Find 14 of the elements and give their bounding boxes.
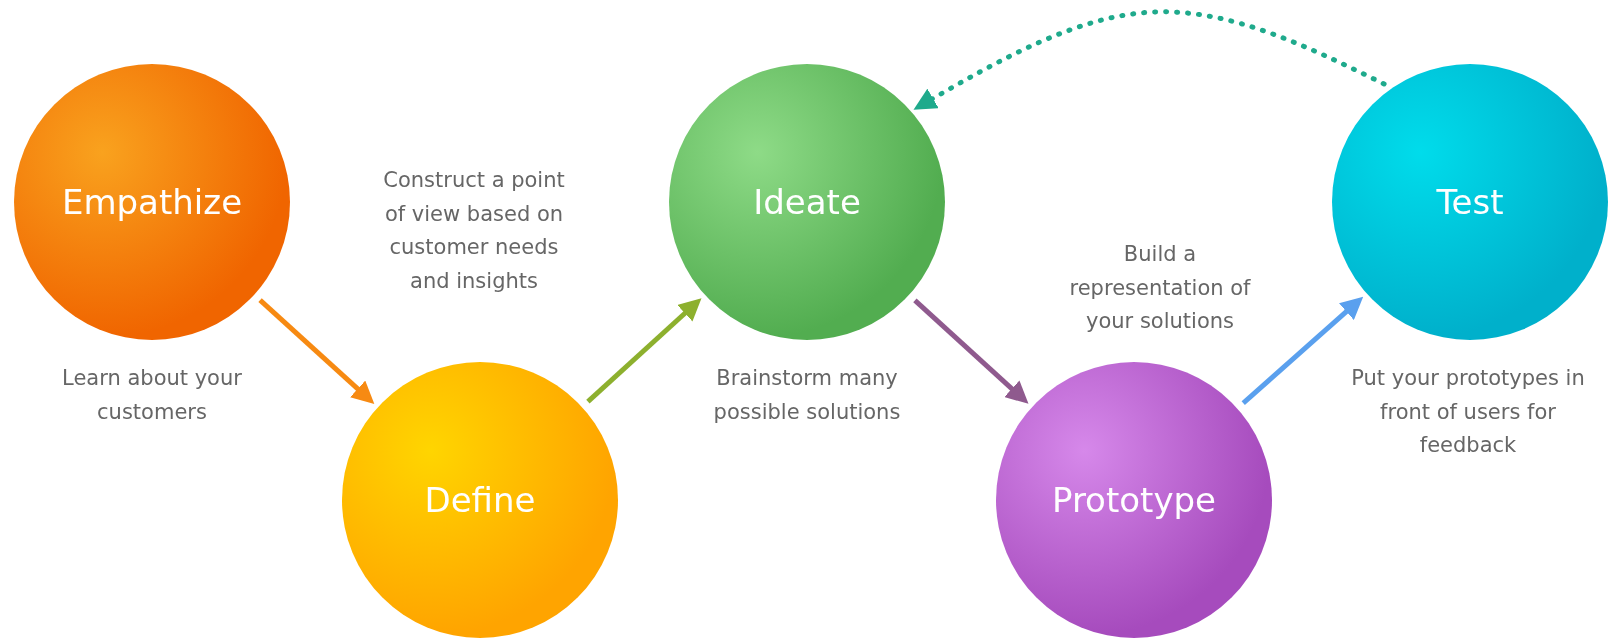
step-description: Build a representation of your solutions [1068,241,1252,336]
step-label: Empathize [61,182,243,222]
step-description: Brainstorm many possible solutions [712,365,902,426]
step-label: Prototype [1052,480,1216,520]
arrow [913,298,1029,404]
arrow [1241,296,1364,405]
step-description: Put your prototypes in front of users for feedback [1350,365,1586,460]
step-description: Learn about your customers [61,365,243,426]
step-label: Ideate [753,182,861,222]
arrow [586,298,702,404]
step-label: Test [1436,182,1504,222]
arrow [258,298,375,404]
step-description: Construct a point of view based on customer needs and insights [382,167,566,295]
step-label: Define [424,480,536,520]
